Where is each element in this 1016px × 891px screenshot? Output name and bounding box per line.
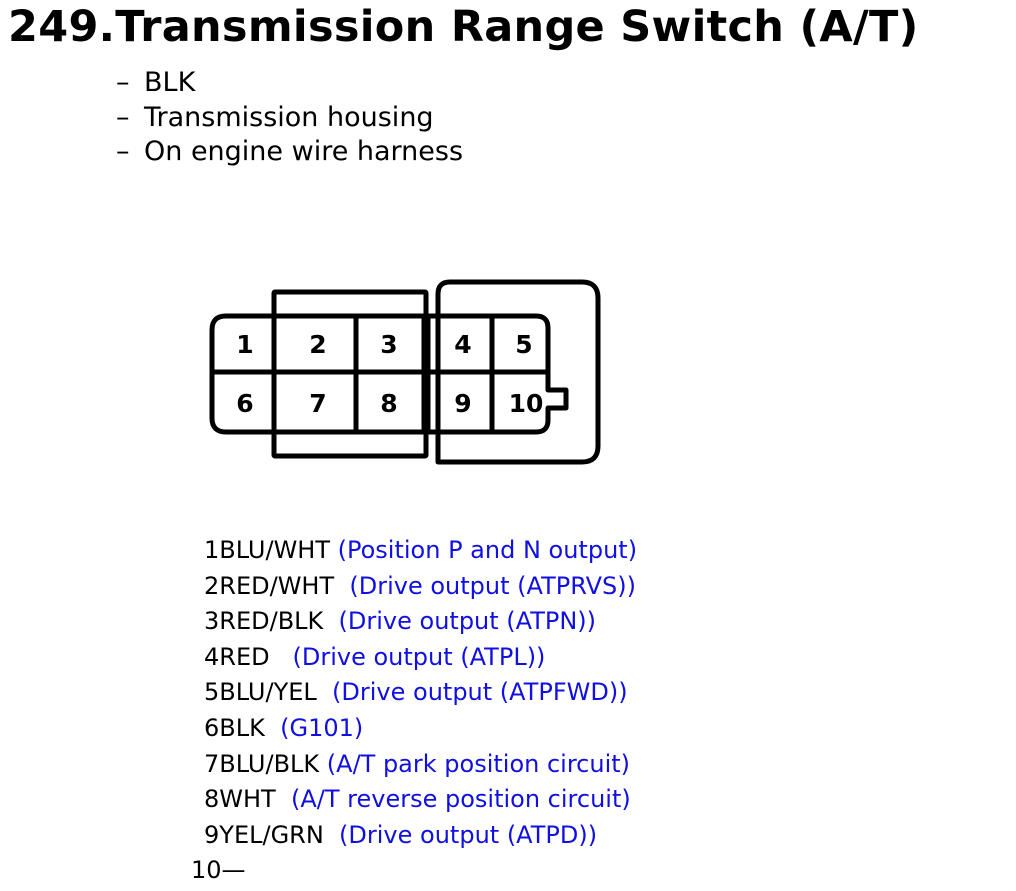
pin-description: (A/T park position circuit) <box>326 749 631 778</box>
connector-location-text: Transmission housing <box>144 101 434 133</box>
connector-location: –Transmission housing <box>116 101 463 136</box>
pin-description: (Drive output (ATPN)) <box>338 607 597 636</box>
pin-number: 6 <box>204 713 220 742</box>
pin-number: 9 <box>204 820 220 849</box>
dash-marker: – <box>116 67 130 98</box>
pin-row: 7BLU/BLK (A/T park position circuit) <box>204 747 637 783</box>
pin-label-4: 4 <box>454 330 471 359</box>
pin-assignment-list: 1BLU/WHT (Position P and N output) 2RED/… <box>191 533 637 889</box>
pin-label-8: 8 <box>380 389 397 418</box>
connector-info-list: –BLK –Transmission housing –On engine wi… <box>116 66 463 170</box>
pin-wire-color: BLK <box>219 713 281 742</box>
pin-wire-color: YEL/GRN <box>219 820 340 849</box>
pin-row: 1BLU/WHT (Position P and N output) <box>204 533 637 569</box>
pin-description: (Drive output (ATPFWD)) <box>332 678 628 707</box>
pin-wire-color: BLU/YEL <box>219 678 333 707</box>
connector-color-text: BLK <box>144 67 196 98</box>
connector-body-right <box>425 313 569 435</box>
pin-description: (Drive output (ATPD)) <box>339 820 598 849</box>
pin-wire-color: RED <box>219 642 293 671</box>
pin-number: 3 <box>204 607 220 636</box>
connector-color: –BLK <box>116 66 463 101</box>
connector-outer-shell-right <box>435 279 601 465</box>
pin-label-6: 6 <box>236 389 253 418</box>
pin-label-7: 7 <box>309 389 326 418</box>
pin-wire-color: RED/WHT <box>219 571 350 600</box>
pin-label-9: 9 <box>454 389 471 418</box>
pin-row: 6BLK (G101) <box>204 711 637 747</box>
pin-label-5: 5 <box>515 330 532 359</box>
pin-wire-color: — <box>221 856 246 885</box>
pin-description: (Drive output (ATPL)) <box>292 642 546 671</box>
pin-label-1: 1 <box>236 330 253 359</box>
pin-wire-color: RED/BLK <box>219 607 339 636</box>
pin-number: 8 <box>204 785 220 814</box>
pin-row: 8WHT (A/T reverse position circuit) <box>204 782 637 818</box>
pin-number: 5 <box>204 678 220 707</box>
connector-body-left <box>209 313 427 435</box>
page-title: 249.Transmission Range Switch (A/T) <box>8 2 919 52</box>
pin-number: 7 <box>204 749 220 778</box>
pin-row: 5BLU/YEL (Drive output (ATPFWD)) <box>204 675 637 711</box>
pin-label-3: 3 <box>380 330 397 359</box>
dash-marker: – <box>116 101 130 133</box>
pin-row: 3RED/BLK (Drive output (ATPN)) <box>204 604 637 640</box>
pin-number: 10 <box>191 856 222 885</box>
pin-row: 9YEL/GRN (Drive output (ATPD)) <box>204 818 637 854</box>
pin-label-2: 2 <box>309 330 326 359</box>
pin-number: 1 <box>204 536 220 564</box>
pin-row: 2RED/WHT (Drive output (ATPRVS)) <box>204 569 637 605</box>
pin-row: 10— <box>191 853 624 889</box>
pin-description: (Drive output (ATPRVS)) <box>349 571 636 600</box>
pin-wire-color: BLU/WHT <box>219 536 338 564</box>
connector-harness-text: On engine wire harness <box>144 136 464 167</box>
pin-label-10: 10 <box>509 389 544 418</box>
pin-number: 2 <box>204 571 220 600</box>
pin-description: (Position P and N output) <box>337 536 638 564</box>
connector-harness: –On engine wire harness <box>116 135 463 170</box>
pin-description: (G101) <box>280 713 364 742</box>
pin-wire-color: BLU/BLK <box>219 749 327 778</box>
pin-number: 4 <box>204 642 220 671</box>
pin-description: (A/T reverse position circuit) <box>290 785 631 814</box>
dash-marker: – <box>116 136 130 167</box>
pin-wire-color: WHT <box>219 785 291 814</box>
pin-row: 4RED (Drive output (ATPL)) <box>204 640 637 676</box>
connector-diagram: 1 2 3 4 5 6 7 8 9 10 <box>209 279 601 465</box>
